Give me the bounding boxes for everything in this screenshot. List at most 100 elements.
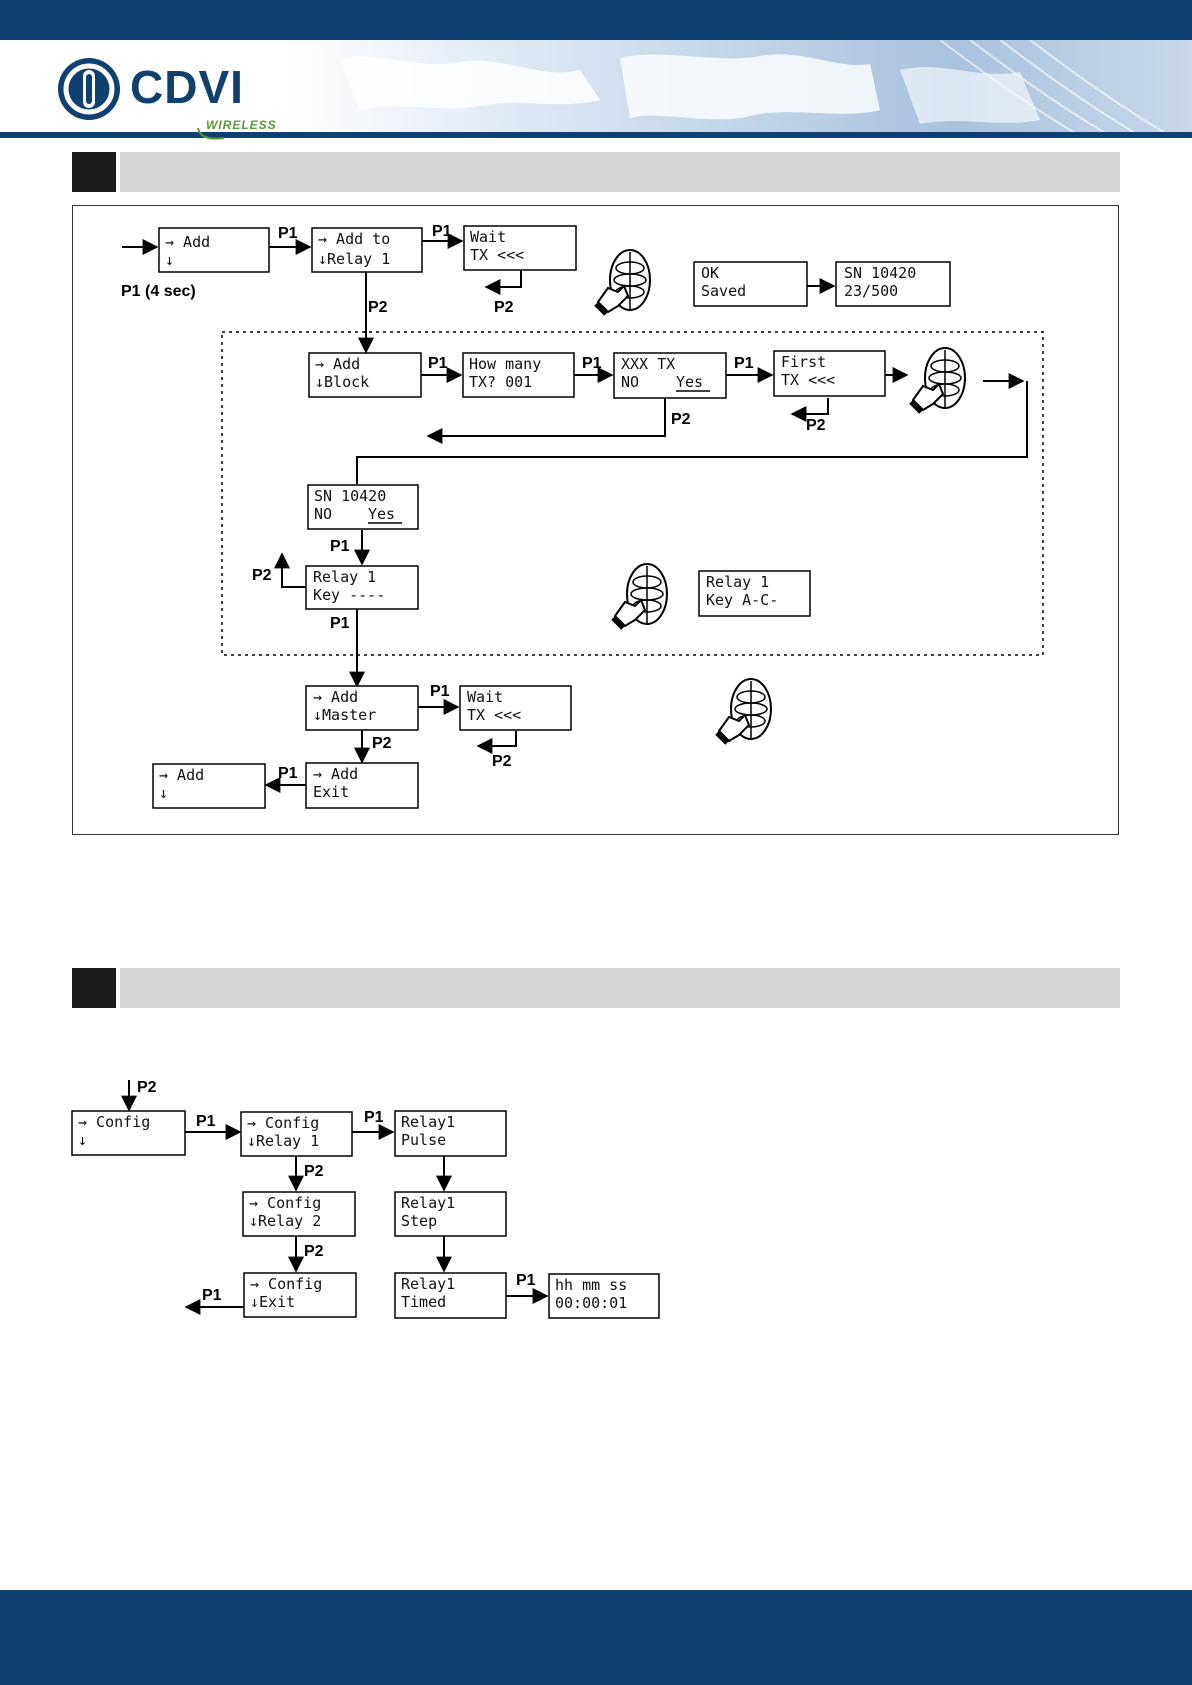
p1-label: P1 <box>432 223 452 240</box>
p2-label: P2 <box>494 299 514 316</box>
svg-text:→ Add: → Add <box>159 766 204 784</box>
lcd-sn-count: SN 10420 23/500 <box>835 261 951 307</box>
p2-label: P2 <box>806 417 826 434</box>
lcd-xxx-tx: XXX TX NO Yes <box>613 352 727 399</box>
lcd-add-block: → Add ↓Block <box>308 352 422 398</box>
svg-text:Key ----: Key ---- <box>313 586 385 604</box>
svg-text:↓: ↓ <box>78 1131 87 1149</box>
p2-label: P2 <box>252 567 272 584</box>
svg-text:Relay 1: Relay 1 <box>313 568 376 586</box>
section-number-block <box>72 968 116 1008</box>
svg-text:→ Add: → Add <box>165 233 210 251</box>
p2-label: P2 <box>492 753 512 770</box>
lcd-add-menu: → Add ↓ <box>158 227 270 273</box>
svg-text:hh mm ss: hh mm ss <box>555 1276 627 1294</box>
lcd-time-set: hh mm ss 00:00:01 <box>548 1273 660 1319</box>
lcd-add-menu-return: → Add ↓ <box>152 763 266 809</box>
p1-label: P1 <box>278 225 298 242</box>
section-title-bar <box>120 152 1120 192</box>
svg-text:First: First <box>781 353 826 371</box>
logo-swoosh <box>197 127 225 140</box>
svg-text:OK: OK <box>701 264 719 282</box>
svg-text:NO: NO <box>621 373 639 391</box>
lcd-sn-confirm: SN 10420 NO Yes <box>307 484 419 530</box>
section-title-bar <box>120 968 1120 1008</box>
section-header-1 <box>72 152 1120 192</box>
svg-text:→ Add: → Add <box>313 765 358 783</box>
p2-label: P2 <box>372 735 392 752</box>
svg-text:→ Config: → Config <box>250 1275 322 1293</box>
p2-label: P2 <box>304 1163 324 1180</box>
add-transmitter-diagram-frame <box>72 205 1119 835</box>
lcd-config-relay1: → Config ↓Relay 1 <box>240 1111 353 1157</box>
svg-text:Relay1: Relay1 <box>401 1194 455 1212</box>
lcd-config-menu: → Config ↓ <box>71 1110 186 1156</box>
svg-text:→ Config: → Config <box>78 1113 150 1131</box>
p1-label: P1 <box>516 1272 536 1289</box>
yes-option: Yes <box>676 373 703 391</box>
svg-text:↓Relay 1: ↓Relay 1 <box>318 250 390 268</box>
p2-label: P2 <box>304 1243 324 1260</box>
svg-text:How many: How many <box>469 355 541 373</box>
svg-text:↓: ↓ <box>159 784 168 802</box>
p2-label: P2 <box>368 299 388 316</box>
lcd-relay-key-set: Relay 1 Key A-C- <box>698 570 811 617</box>
svg-text:↓Block: ↓Block <box>315 373 369 391</box>
cdvi-logo: CDVI WIRELESS <box>56 56 286 140</box>
svg-text:Key A-C-: Key A-C- <box>706 591 778 609</box>
lcd-add-master: → Add ↓Master <box>305 685 419 731</box>
p1-label: P1 <box>330 538 350 555</box>
p1-label: P1 <box>430 683 450 700</box>
section-number-block <box>72 152 116 192</box>
logo-subtitle: WIRELESS <box>206 118 277 132</box>
lcd-first-tx: First TX <<< <box>773 350 886 397</box>
lcd-relay1-step: Relay1 Step <box>394 1191 507 1237</box>
world-map-banner <box>0 40 1192 136</box>
p1-label: P1 <box>202 1287 222 1304</box>
svg-text:Relay1: Relay1 <box>401 1113 455 1131</box>
lcd-wait-tx-2: Wait TX <<< <box>459 685 572 731</box>
svg-text:Exit: Exit <box>313 783 349 801</box>
p1-label: P1 <box>364 1109 384 1126</box>
banner-underline <box>0 132 1192 138</box>
top-banner-bar <box>0 0 1192 40</box>
svg-text:TX <<<: TX <<< <box>467 706 521 724</box>
lcd-how-many: How many TX? 001 <box>462 352 575 398</box>
lcd-add-to-relay: → Add to ↓Relay 1 <box>311 227 423 273</box>
p1-label: P1 <box>278 765 298 782</box>
lcd-relay1-timed: Relay1 Timed <box>394 1272 507 1319</box>
svg-text:Relay 1: Relay 1 <box>706 573 769 591</box>
p1-label: P1 <box>428 355 448 372</box>
footer-bar <box>0 1590 1192 1685</box>
svg-text:Timed: Timed <box>401 1293 446 1311</box>
svg-text:23/500: 23/500 <box>844 282 898 300</box>
svg-text:→ Add: → Add <box>313 688 358 706</box>
svg-text:Wait: Wait <box>470 228 506 246</box>
remote-control-icon <box>911 348 965 412</box>
p2-label: P2 <box>671 411 691 428</box>
svg-text:TX <<<: TX <<< <box>781 371 835 389</box>
svg-text:Pulse: Pulse <box>401 1131 446 1149</box>
svg-text:SN 10420: SN 10420 <box>844 264 916 282</box>
svg-text:TX? 001: TX? 001 <box>469 373 532 391</box>
lcd-add-exit: → Add Exit <box>305 762 419 809</box>
svg-text:Relay1: Relay1 <box>401 1275 455 1293</box>
lcd-relay-key: Relay 1 Key ---- <box>305 565 419 610</box>
svg-text:SN 10420: SN 10420 <box>314 487 386 505</box>
lcd-config-exit: → Config ↓Exit <box>243 1272 357 1318</box>
p1-label: P1 <box>330 615 350 632</box>
svg-text:→ Add to: → Add to <box>318 230 390 248</box>
lcd-ok-saved: OK Saved <box>693 261 808 307</box>
svg-text:→ Config: → Config <box>247 1114 319 1132</box>
svg-text:TX <<<: TX <<< <box>470 246 524 264</box>
svg-text:Wait: Wait <box>467 688 503 706</box>
svg-text:↓Master: ↓Master <box>313 706 376 724</box>
svg-text:↓Relay 2: ↓Relay 2 <box>249 1212 321 1230</box>
p1-label: P1 <box>582 355 602 372</box>
remote-control-icon <box>613 564 667 628</box>
svg-text:↓Relay 1: ↓Relay 1 <box>247 1132 319 1150</box>
svg-text:↓: ↓ <box>165 251 174 269</box>
svg-text:Step: Step <box>401 1212 437 1230</box>
svg-text:XXX TX: XXX TX <box>621 355 675 373</box>
